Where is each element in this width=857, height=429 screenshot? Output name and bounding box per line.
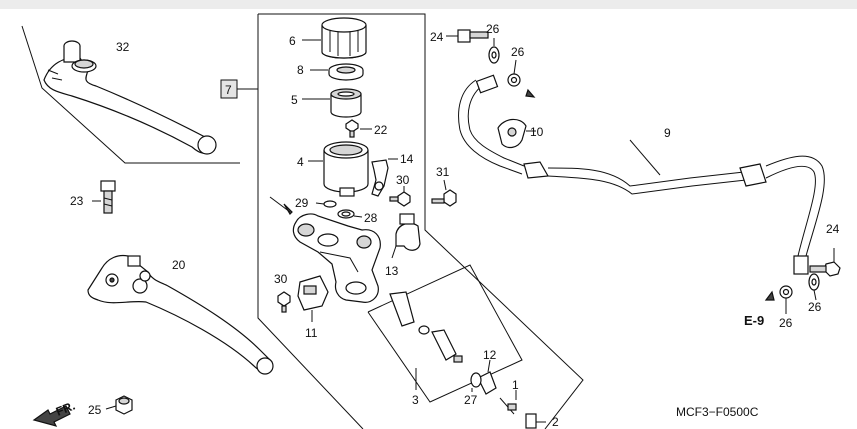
brake-hose-9 xyxy=(458,74,825,275)
washer-26a xyxy=(488,38,500,64)
o-ring-29 xyxy=(315,200,337,208)
callout-26b: 26 xyxy=(511,45,525,59)
callout-27: 27 xyxy=(464,393,478,407)
callout-6: 6 xyxy=(289,34,296,48)
assembly-outline xyxy=(257,13,584,429)
lever-32 xyxy=(21,25,240,164)
master-cylinder-body xyxy=(269,196,381,303)
callout-4: 4 xyxy=(297,155,304,169)
plate-8 xyxy=(310,63,364,81)
callout-7: 7 xyxy=(225,83,232,97)
switch-11 xyxy=(297,275,329,322)
callout-23: 23 xyxy=(70,194,84,208)
callout-30-upper: 30 xyxy=(396,173,410,187)
diaphragm-5 xyxy=(302,88,362,118)
callout-3: 3 xyxy=(412,393,419,407)
callout-8: 8 xyxy=(297,63,304,77)
clamp-10 xyxy=(497,118,536,149)
callout-20: 20 xyxy=(172,258,186,272)
callout-31: 31 xyxy=(436,165,450,179)
callout-26a: 26 xyxy=(486,22,500,36)
callout-22: 22 xyxy=(374,123,388,137)
reference-e9: E-9 xyxy=(744,313,764,328)
piston-set-3 xyxy=(389,291,463,390)
ring-27 xyxy=(470,372,482,392)
callout-10: 10 xyxy=(530,125,544,139)
screw-30-lower xyxy=(277,291,291,313)
reservoir-cap-6 xyxy=(302,17,367,59)
callout-30-lower: 30 xyxy=(274,272,288,286)
bolt-31 xyxy=(431,179,457,207)
top-band xyxy=(0,0,857,9)
callout-28: 28 xyxy=(364,211,378,225)
bracket-14 xyxy=(371,158,398,197)
clip-2 xyxy=(525,413,546,429)
bolt-24-right xyxy=(809,248,841,277)
lever-20 xyxy=(87,254,274,375)
callout-1: 1 xyxy=(512,378,519,392)
bolt-24-top xyxy=(446,29,489,43)
callout-12: 12 xyxy=(483,348,497,362)
callout-26c: 26 xyxy=(808,300,822,314)
screw-30-upper xyxy=(389,186,411,207)
washer-26b xyxy=(507,59,536,98)
callout-26d: 26 xyxy=(779,316,793,330)
callout-11: 11 xyxy=(305,326,318,340)
washer-26d xyxy=(764,285,793,314)
diagram-code: MCF3−F0500C xyxy=(676,405,759,419)
callout-5: 5 xyxy=(291,93,298,107)
callout-24-right: 24 xyxy=(826,222,840,236)
callout-9: 9 xyxy=(664,126,671,140)
callout-29: 29 xyxy=(295,196,309,210)
washer-26c xyxy=(808,273,820,301)
nut-25 xyxy=(105,395,133,415)
callout-24-top: 24 xyxy=(430,30,444,44)
holder-13 xyxy=(391,213,421,259)
callout-25: 25 xyxy=(88,403,102,417)
screw-22 xyxy=(345,119,372,138)
boot-12 xyxy=(477,359,497,395)
callout-13: 13 xyxy=(385,264,399,278)
front-arrow xyxy=(32,405,71,427)
callout-2: 2 xyxy=(552,415,559,429)
callout-32: 32 xyxy=(116,40,130,54)
bolt-23 xyxy=(92,180,116,214)
push-rod-1 xyxy=(499,390,517,415)
callout-14: 14 xyxy=(400,152,414,166)
front-marker: FR. xyxy=(54,399,77,419)
washer-28 xyxy=(337,209,363,219)
reservoir-4 xyxy=(308,141,369,197)
